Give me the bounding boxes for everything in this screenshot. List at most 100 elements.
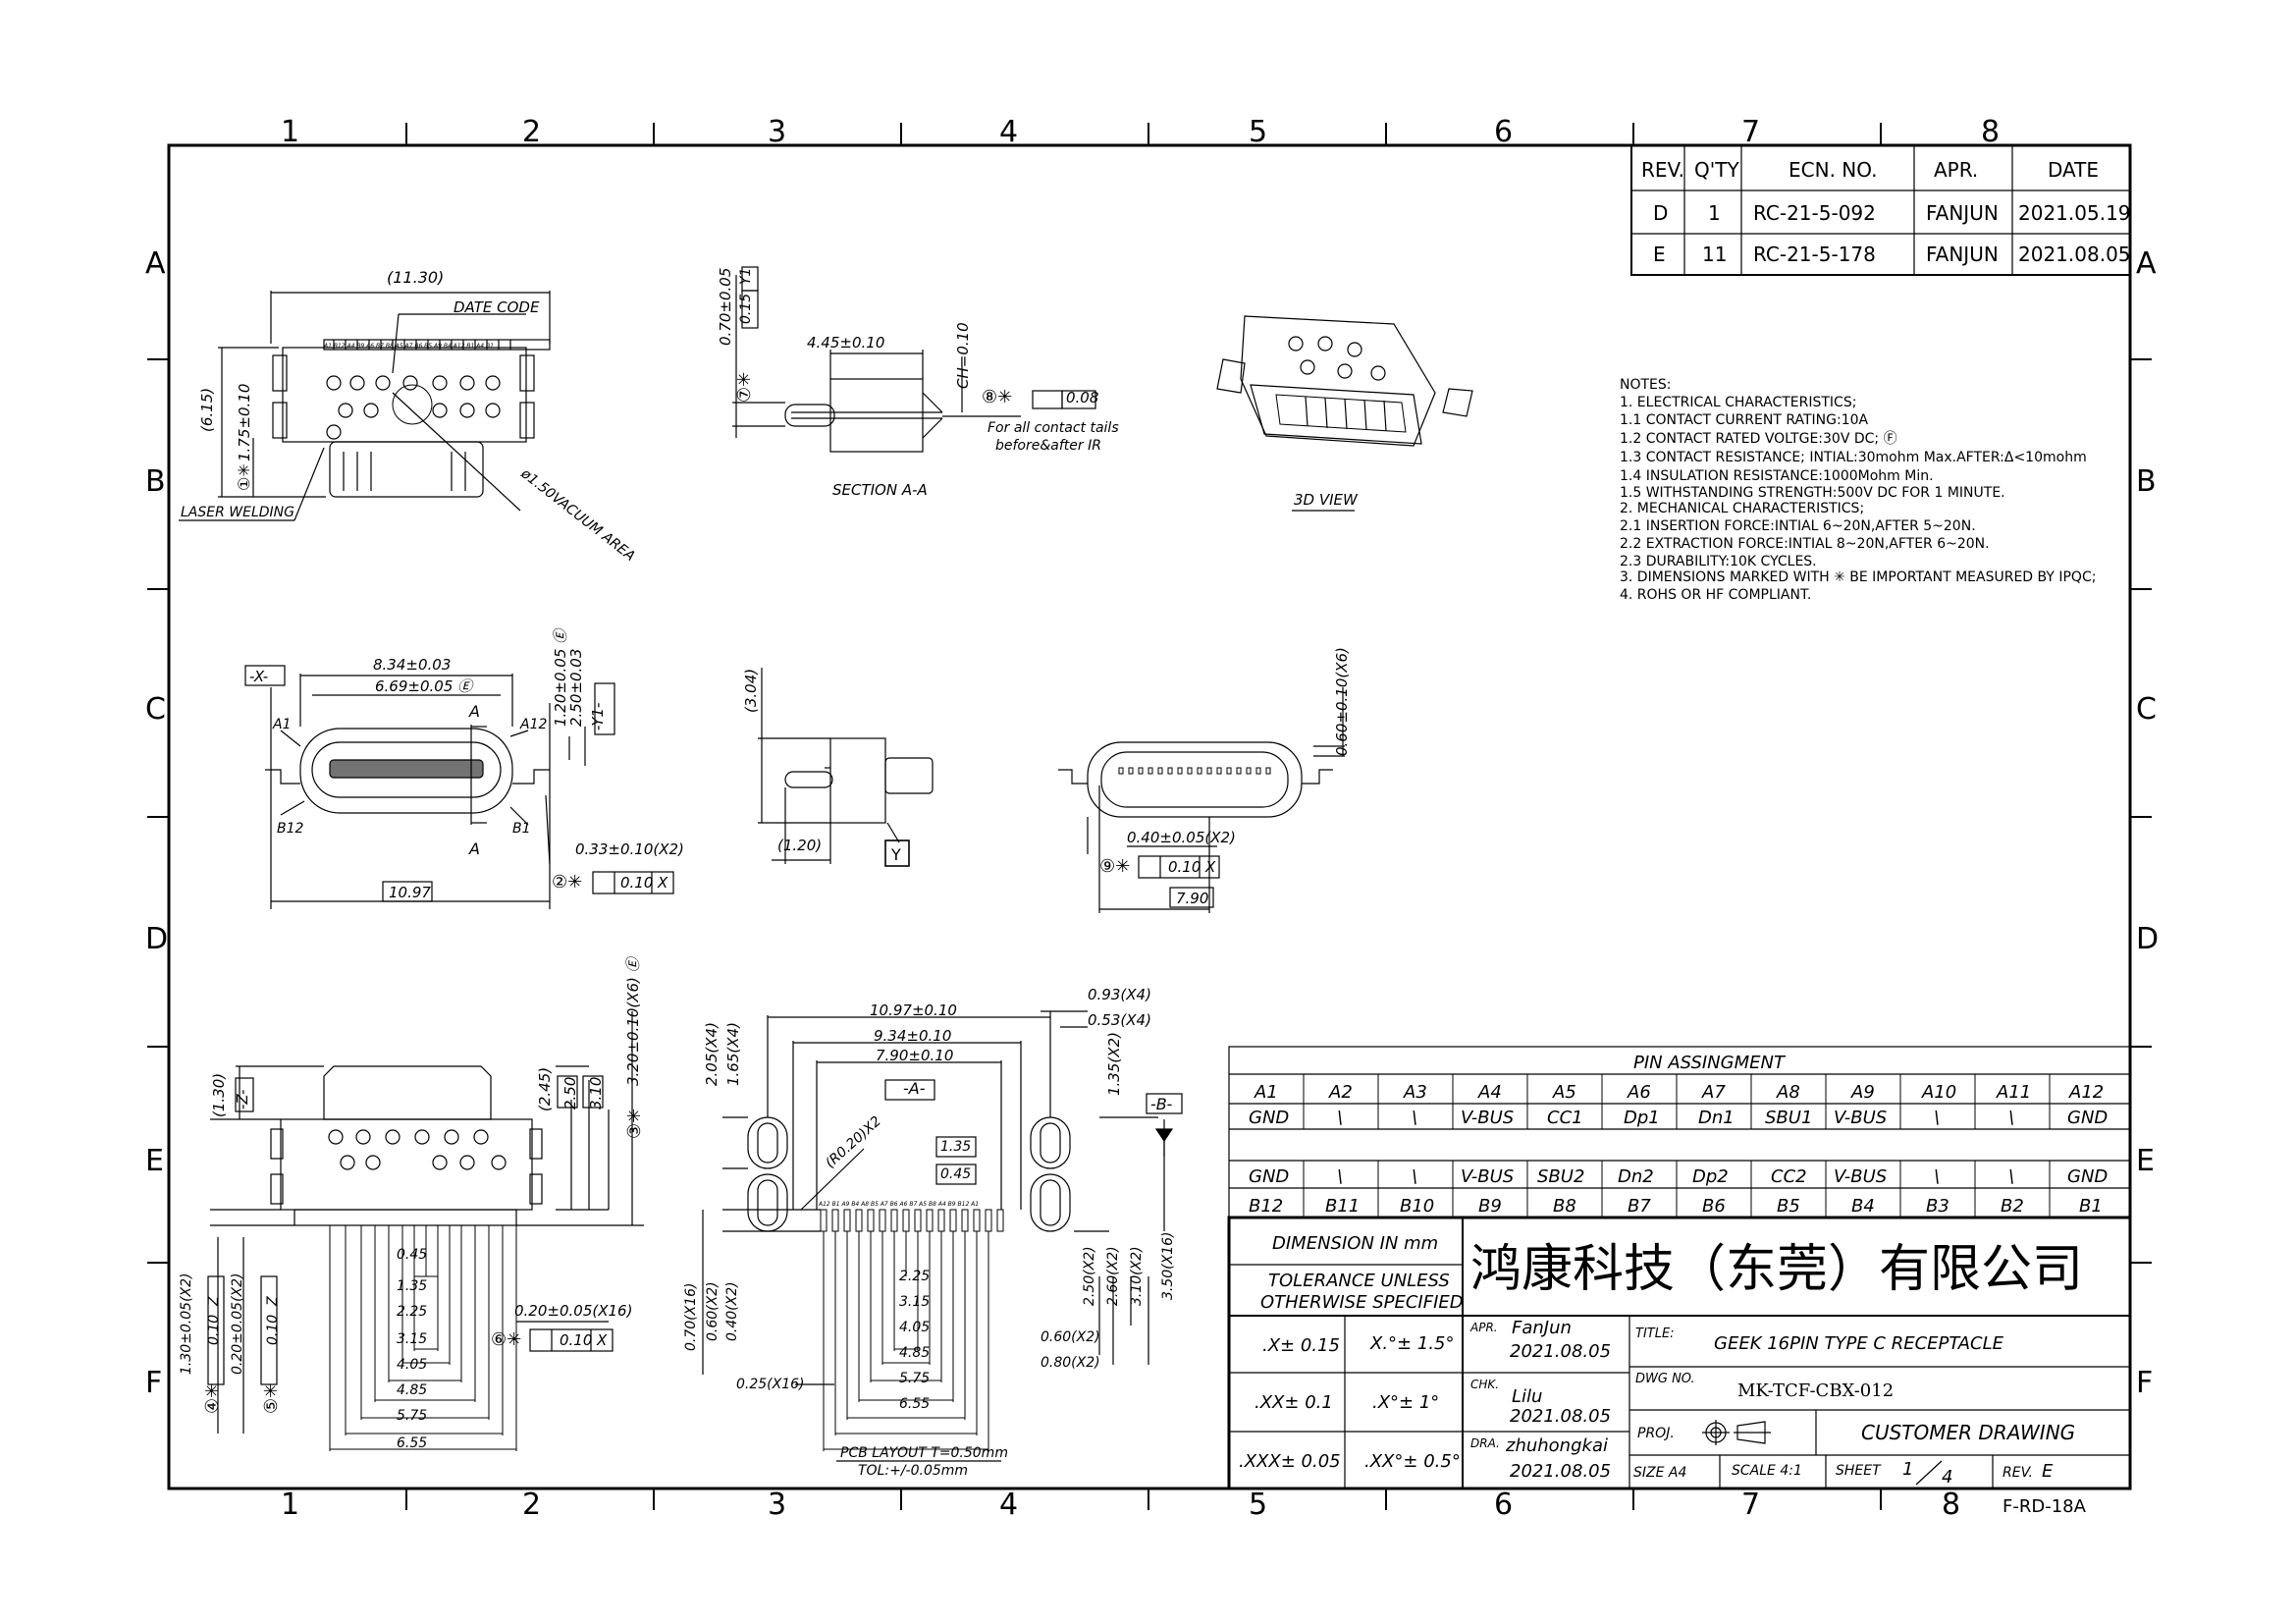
zone-col-1: 1	[281, 115, 299, 149]
top-dim-width: (11.30)	[387, 268, 444, 287]
top-vacuum-area: ø1.50VACUUM AREA	[517, 465, 638, 565]
pin-signal: CC1	[1547, 1108, 1583, 1128]
zone-row-d: D	[145, 922, 168, 956]
pcb-datum-a: -A-	[903, 1079, 926, 1098]
form-code: F-RD-18A	[2002, 1496, 2087, 1517]
note-line: 4. ROHS OR HF COMPLIANT.	[1620, 587, 1811, 603]
front-dim-inner: 6.69±0.05 Ⓔ	[375, 677, 474, 695]
pin-signal: Dn1	[1698, 1108, 1735, 1128]
rev-row2-date: 2021.08.05	[2018, 243, 2131, 266]
zone-col-6-bottom: 6	[1494, 1488, 1513, 1522]
front-section-a-top: A	[468, 702, 480, 721]
note-line: 3. DIMENSIONS MARKED WITH ✳ BE IMPORTANT…	[1620, 569, 2096, 585]
top-date-code: DATE CODE	[454, 298, 540, 316]
zone-row-a-right: A	[2136, 246, 2157, 281]
dimension-unit: DIMENSION IN mm	[1272, 1233, 1438, 1254]
pcb-dim-3: 7.90±0.10	[876, 1047, 953, 1064]
zone-row-b-right: B	[2136, 464, 2157, 499]
pin-cell: B4	[1851, 1196, 1875, 1217]
pin-signal: \	[1337, 1108, 1343, 1128]
tol-x: .X± 0.15	[1262, 1335, 1340, 1356]
apr-date: 2021.08.05	[1510, 1341, 1611, 1362]
pin-cell: B8	[1553, 1196, 1576, 1217]
pin-signal: Dp1	[1624, 1108, 1660, 1128]
pcb-stack-5: 6.55	[899, 1396, 930, 1412]
chk-date: 2021.08.05	[1510, 1406, 1611, 1427]
bottom-dim-5: 3.20±0.10(X6) Ⓔ	[624, 955, 642, 1086]
front-dim-tab: 0.33±0.10(X2)	[575, 840, 684, 858]
zone-row-f-right: F	[2136, 1366, 2153, 1400]
pin-comb	[323, 339, 551, 351]
note-line: 1. ELECTRICAL CHARACTERISTICS;	[1620, 395, 1856, 410]
front-pin-b1: B1	[512, 821, 531, 837]
pin-signal: Dp2	[1692, 1166, 1729, 1187]
bottom-dim-8: 0.20±0.05(X2)	[230, 1273, 245, 1376]
pin-cell: B2	[2001, 1196, 2024, 1217]
zone-col-8-bottom: 8	[1942, 1488, 1960, 1522]
rear-tol-value: 0.10	[1168, 858, 1201, 876]
pin-signal: V-BUS	[1834, 1166, 1887, 1187]
pcb-pad-row	[820, 1209, 1004, 1451]
pcb-stack-0: 2.25	[899, 1269, 930, 1284]
pin-assignment-table: PIN ASSINGMENT A1 A2 A3 A4 A5 A6 A7 A8 A…	[1228, 1046, 2131, 1218]
section-tol-ref: Y1	[738, 268, 754, 285]
pin-cell: B5	[1777, 1196, 1800, 1217]
pin-signal: GND	[1249, 1166, 1289, 1187]
rev-row1-ecn: RC-21-5-092	[1753, 201, 1876, 225]
pcb-dim-7: 1.65(X4)	[724, 1022, 742, 1086]
pin-cell: A1	[1254, 1082, 1278, 1103]
company-name: 鸿康科技（东莞）有限公司	[1470, 1240, 2083, 1299]
pin-signal: V-BUS	[1461, 1108, 1514, 1128]
chk-name: Lilu	[1512, 1386, 1542, 1407]
pcb-dim-4: 0.93(X4)	[1088, 986, 1151, 1003]
pin-cell: A4	[1477, 1082, 1502, 1103]
top-marker-1: ①✳	[235, 463, 253, 491]
title-block: DIMENSION IN mm TOLERANCE UNLESS OTHERWI…	[1227, 1216, 2132, 1490]
pin-signal: CC2	[1771, 1166, 1807, 1187]
rear-dim-pitch: 0.60±0.10(X6)	[1333, 647, 1351, 756]
bottom-datum-z: -Z-	[234, 1090, 251, 1110]
zone-row-c-right: C	[2136, 692, 2157, 727]
pcb-dim-6: 2.05(X4)	[703, 1022, 721, 1086]
pcb-dim-2: 9.34±0.10	[874, 1027, 951, 1045]
bottom-stack-2: 2.25	[397, 1304, 427, 1320]
sheet-total: 4	[1942, 1467, 1952, 1488]
bottom-dim-1: (1.30)	[210, 1073, 228, 1117]
pin-cell: B6	[1702, 1196, 1726, 1217]
pcb-dim-17: 0.60(X2)	[1041, 1329, 1100, 1345]
pcb-stack-2: 4.05	[899, 1320, 930, 1335]
front-dim-tongue: 1.20±0.05 Ⓔ	[552, 627, 569, 727]
zone-col-4-bottom: 4	[999, 1488, 1018, 1522]
bottom-stack-4: 4.05	[397, 1357, 427, 1373]
pin-cell: A11	[1996, 1082, 2031, 1103]
pin-signal: \	[1934, 1108, 1940, 1128]
bottom-marker-5: ⑤✳	[261, 1383, 282, 1414]
pin-cell: B9	[1478, 1196, 1502, 1217]
notes-block: NOTES: 1. ELECTRICAL CHARACTERISTICS; 1.…	[1620, 377, 2096, 603]
apr-name: FanJun	[1512, 1318, 1572, 1338]
3d-view: 3D VIEW	[1216, 315, 1473, 512]
pin-cell: B10	[1400, 1196, 1434, 1217]
zone-row-e-right: E	[2136, 1144, 2155, 1178]
tolerance-line-1: TOLERANCE UNLESS	[1268, 1271, 1450, 1291]
projection-symbol	[1702, 1420, 1771, 1445]
pin-signal: GND	[2067, 1108, 2108, 1128]
note-line: 1.4 INSULATION RESISTANCE:1000Mohm Min.	[1620, 468, 1934, 484]
section-marker-8: ⑧✳	[982, 387, 1012, 407]
zone-col-3-bottom: 3	[768, 1488, 786, 1522]
zone-col-1-bottom: 1	[281, 1488, 299, 1522]
bottom-ref-4: Z	[206, 1296, 222, 1307]
zone-ticks	[147, 123, 2152, 1510]
zone-row-a: A	[145, 246, 166, 281]
zone-row-d-right: D	[2136, 922, 2159, 956]
customer-drawing: CUSTOMER DRAWING	[1861, 1421, 2075, 1444]
sheet-label: SHEET	[1836, 1463, 1882, 1479]
3d-view-label: 3D VIEW	[1294, 491, 1359, 509]
zone-col-8: 8	[1981, 115, 2000, 149]
rev-row2-apr: FANJUN	[1926, 243, 1999, 266]
zone-row-f: F	[145, 1366, 162, 1400]
pcb-dim-13: 2.50(X2)	[1082, 1246, 1097, 1306]
note-line: 1.2 CONTACT RATED VOLTGE:30V DC; Ⓕ	[1620, 431, 1897, 447]
pcb-dim-10: 0.60(X2)	[705, 1281, 721, 1341]
